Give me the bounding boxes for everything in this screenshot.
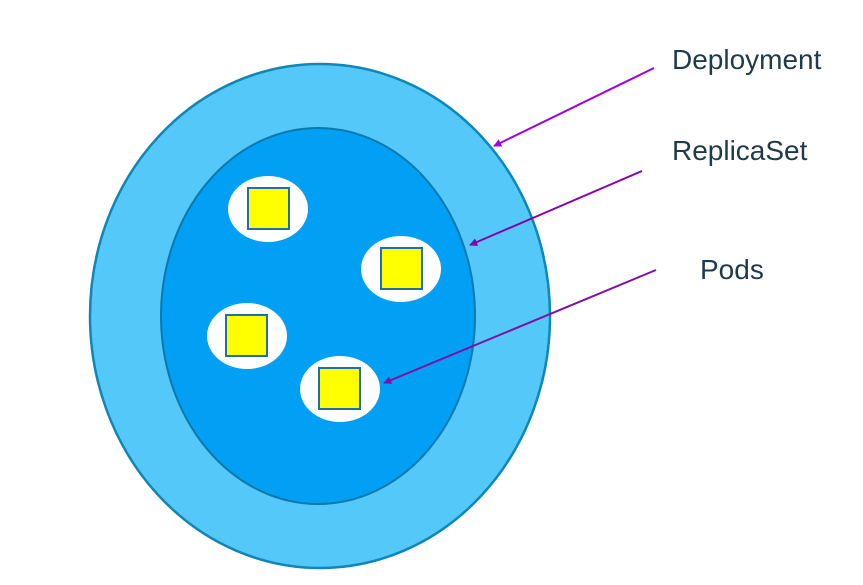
pod — [228, 176, 308, 242]
pods-label: Pods — [700, 254, 764, 285]
deployment-arrow — [493, 67, 655, 147]
replicaset-arrow — [469, 170, 643, 246]
replicaset-label: ReplicaSet — [672, 135, 808, 166]
pod — [207, 303, 287, 369]
pod-square — [225, 314, 268, 357]
pod — [300, 356, 380, 422]
pod-square — [318, 367, 361, 410]
replicaset-ellipse — [160, 127, 476, 505]
pod-square — [380, 247, 423, 290]
pod — [361, 236, 441, 302]
pod-square — [247, 187, 290, 230]
deployment-label: Deployment — [672, 44, 822, 75]
pods-arrow — [383, 269, 657, 384]
